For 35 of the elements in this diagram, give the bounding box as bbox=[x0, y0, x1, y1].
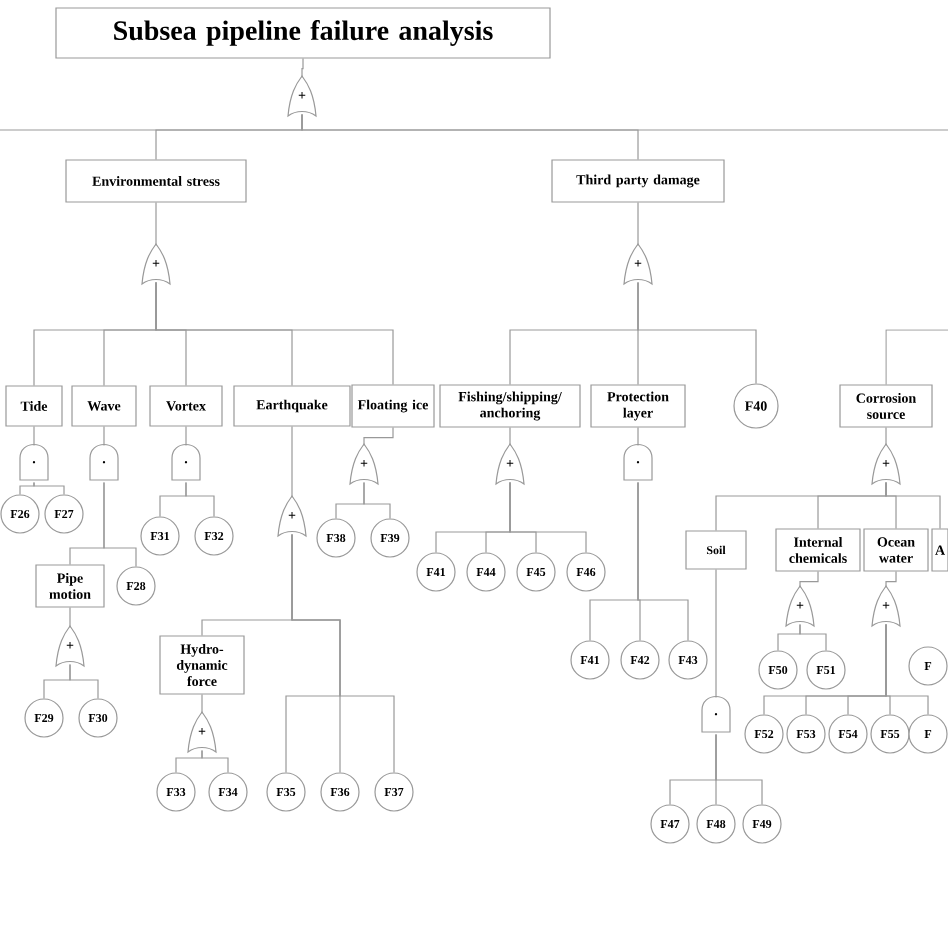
connector-line bbox=[33, 482, 65, 495]
connector-line bbox=[69, 664, 99, 699]
connector-line bbox=[185, 426, 187, 446]
connector-line bbox=[33, 426, 35, 446]
connector-line bbox=[885, 329, 948, 385]
connector-line bbox=[885, 571, 897, 588]
connector-line bbox=[155, 282, 394, 385]
connector-line bbox=[103, 426, 105, 446]
connector-line bbox=[201, 694, 203, 714]
event-box: Subsea pipeline failure analysis bbox=[55, 7, 551, 59]
connector-line bbox=[363, 482, 391, 519]
connector-line bbox=[637, 202, 639, 246]
connector-line bbox=[509, 482, 587, 553]
connector-line bbox=[291, 534, 395, 773]
connector-line bbox=[637, 282, 757, 384]
connector-line bbox=[509, 427, 511, 446]
connector-line bbox=[885, 482, 941, 529]
connector-line bbox=[103, 482, 137, 567]
connector-line bbox=[0, 114, 303, 131]
connector-line bbox=[715, 569, 717, 698]
connector-line bbox=[637, 482, 689, 641]
connector-line bbox=[363, 427, 394, 446]
connector-line bbox=[885, 624, 929, 715]
connector-line bbox=[799, 624, 827, 651]
connector-line bbox=[291, 426, 293, 498]
connector-line bbox=[185, 482, 215, 517]
connector-line bbox=[637, 427, 639, 446]
connector-line bbox=[885, 427, 887, 446]
connector-line bbox=[155, 202, 157, 246]
connector-line bbox=[69, 607, 71, 628]
connector-line bbox=[715, 734, 763, 805]
connector-line bbox=[301, 58, 304, 78]
connector-line bbox=[799, 571, 819, 588]
connector-line bbox=[201, 750, 229, 773]
connector-line bbox=[19, 482, 35, 495]
